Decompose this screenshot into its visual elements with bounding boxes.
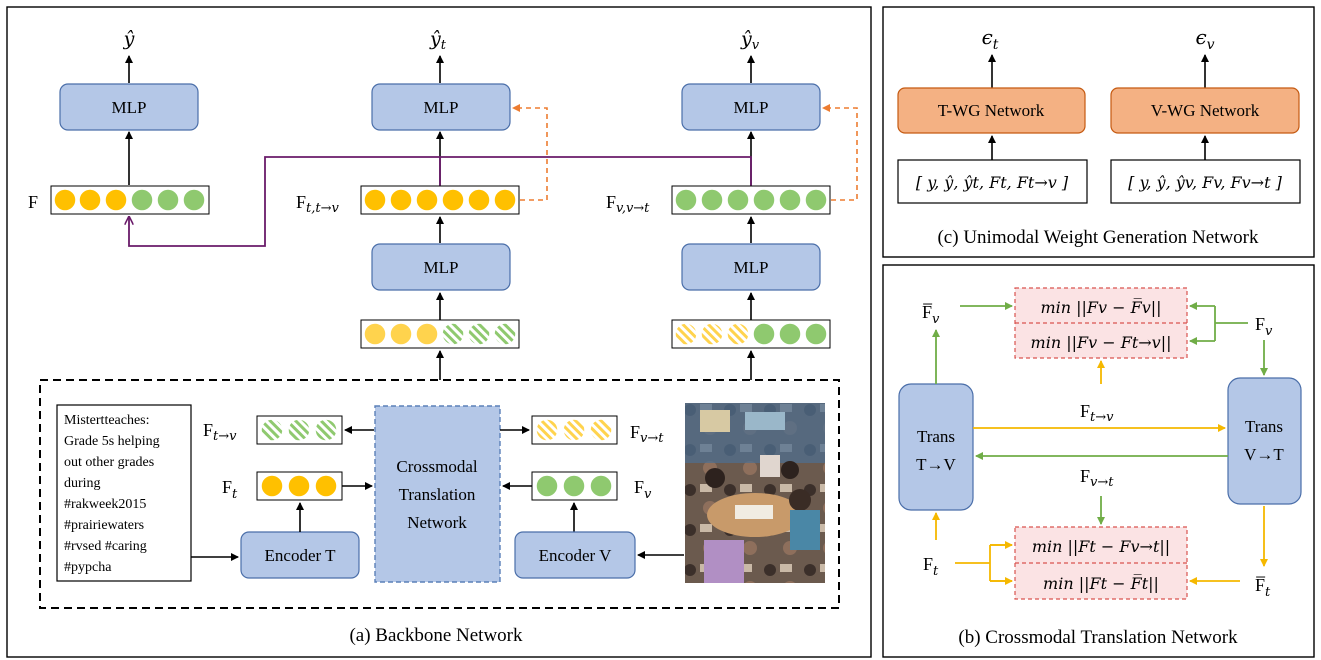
svg-text:min ||Ft − Fv→t||: min ||Ft − Fv→t|| xyxy=(1032,537,1170,556)
feature-vector-Ft-tv xyxy=(360,185,520,215)
label-Ft-to-v: Ft→v xyxy=(203,420,237,444)
label-Ft-bar: F̅t xyxy=(1255,575,1271,600)
svg-text:MLP: MLP xyxy=(734,258,769,277)
loss-box-visual: min ||Fv − F̅v|| min ||Fv − Ft→v|| xyxy=(1014,287,1188,359)
label-Fv-to-t: Fv→t xyxy=(1080,466,1114,490)
trans-t-to-v: Trans T→V xyxy=(898,383,974,511)
output-yv-hat: ŷv xyxy=(740,28,760,53)
concat-vector-text xyxy=(360,319,520,349)
svg-text:MLP: MLP xyxy=(734,98,769,117)
svg-text:Mistertteaches: Grade: Mistertteaches: Grade 5s helping out oth… xyxy=(64,413,163,575)
svg-text:Trans: Trans xyxy=(1245,417,1283,436)
label-Ft-left: Ft xyxy=(923,554,939,579)
svg-text:min ||Fv − F̅v||: min ||Fv − F̅v|| xyxy=(1040,297,1161,317)
svg-text:Crossmodal: Crossmodal xyxy=(396,457,478,476)
svg-text:Trans: Trans xyxy=(917,427,955,446)
backbone-panel: ŷ ŷt ŷv MLP MLP MLP F xyxy=(6,6,872,658)
tweet-text-input: Mistertteaches: Grade 5s helping out oth… xyxy=(56,404,192,582)
svg-text:Encoder V: Encoder V xyxy=(539,546,613,565)
label-Fv-bar: F̅v xyxy=(922,302,940,327)
svg-text:T-WG Network: T-WG Network xyxy=(938,101,1045,120)
feature-vector-Ft-to-v xyxy=(256,415,343,445)
label-F: F xyxy=(28,192,38,212)
svg-text:V→T: V→T xyxy=(1244,445,1284,464)
loss-box-text: min ||Ft − Fv→t|| min ||Ft − F̅t|| xyxy=(1014,526,1188,600)
feature-vector-Ft xyxy=(256,471,343,501)
label-Ft: Ft xyxy=(222,477,238,502)
crossmodal-translation-network: Crossmodal Translation Network xyxy=(374,405,501,583)
feature-vector-Fv-to-t xyxy=(531,415,618,445)
svg-text:min ||Ft − F̅t||: min ||Ft − F̅t|| xyxy=(1043,573,1159,593)
concat-vector-visual xyxy=(671,319,831,349)
classroom-photo xyxy=(685,403,825,583)
backbone-caption: (a) Backbone Network xyxy=(349,625,523,646)
v-wg-input: [ y, ŷ, ŷv, Fv, Fv→t ] xyxy=(1110,159,1301,204)
t-wg-input: [ y, ŷ, ŷt, Ft, Ft→v ] xyxy=(897,159,1088,204)
mlp-fused: MLP xyxy=(59,83,199,131)
weight-gen-caption: (c) Unimodal Weight Generation Network xyxy=(937,227,1259,248)
feature-vector-Fv xyxy=(531,471,618,501)
label-Fv-right: Fv xyxy=(1255,314,1273,339)
t-wg-network: T-WG Network xyxy=(897,87,1086,134)
svg-text:T→V: T→V xyxy=(916,455,956,474)
output-y-hat: ŷ xyxy=(123,28,135,50)
svg-text:MLP: MLP xyxy=(424,258,459,277)
label-Fv: Fv xyxy=(634,477,652,502)
svg-text:min ||Fv − Ft→v||: min ||Fv − Ft→v|| xyxy=(1031,333,1172,352)
mlp-text-head: MLP xyxy=(371,83,511,131)
v-wg-network: V-WG Network xyxy=(1110,87,1300,134)
feature-vector-F xyxy=(50,185,210,215)
mlp-visual-fusion: MLP xyxy=(681,243,821,291)
feature-vector-Fv-vt xyxy=(671,185,831,215)
svg-text:[ y, ŷ, ŷt, Ft, Ft→v ]: [ y, ŷ, ŷt, Ft, Ft→v ] xyxy=(916,173,1069,192)
eps-t-label: ϵt xyxy=(982,25,999,53)
label-F-v-vt: Fv,v→t xyxy=(606,192,650,216)
output-yt-hat: ŷt xyxy=(429,28,447,53)
svg-text:Encoder T: Encoder T xyxy=(265,546,337,565)
svg-text:Translation: Translation xyxy=(399,485,476,504)
svg-text:[ y, ŷ, ŷv, Fv, Fv→t ]: [ y, ŷ, ŷv, Fv, Fv→t ] xyxy=(1128,173,1282,192)
mlp-visual-head: MLP xyxy=(681,83,821,131)
crossmodal-panel: Trans T→V Trans V→T min ||Fv − F̅v|| min… xyxy=(882,264,1315,658)
svg-text:MLP: MLP xyxy=(424,98,459,117)
eps-v-label: ϵv xyxy=(1195,25,1214,53)
trans-v-to-t: Trans V→T xyxy=(1227,377,1302,505)
svg-text:Network: Network xyxy=(407,513,467,532)
encoder-v: Encoder V xyxy=(514,531,636,579)
label-Fv-to-t: Fv→t xyxy=(630,422,664,446)
label-Ft-to-v: Ft→v xyxy=(1080,401,1114,425)
encoder-t: Encoder T xyxy=(240,531,360,579)
encoder-region xyxy=(39,379,840,609)
weight-generation-panel: ϵt ϵv T-WG Network V-WG Network [ y, ŷ, … xyxy=(882,6,1315,258)
crossmodal-caption: (b) Crossmodal Translation Network xyxy=(958,627,1238,648)
svg-text:V-WG Network: V-WG Network xyxy=(1151,101,1260,120)
mlp-text-fusion: MLP xyxy=(371,243,511,291)
label-F-t-tv: Ft,t→v xyxy=(296,192,339,216)
svg-text:MLP: MLP xyxy=(112,98,147,117)
